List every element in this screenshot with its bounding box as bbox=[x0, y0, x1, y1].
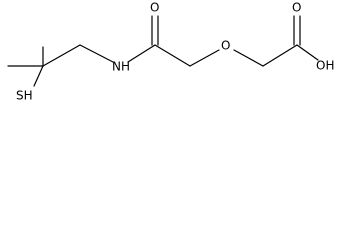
acid-hydroxyl-label: OH bbox=[316, 59, 334, 73]
bond-lines bbox=[7, 15, 319, 87]
structure-diagram: SH NH O O O OH bbox=[7, 1, 334, 103]
bond-carbonyl-ch2 bbox=[154, 44, 191, 67]
bond-ether-oxygen-ch2 bbox=[233, 49, 264, 67]
bond-acid-hydroxyl bbox=[296, 44, 319, 61]
bond-ch2-acid-carbon bbox=[262, 44, 298, 67]
bond-nitrogen-carbonyl bbox=[127, 44, 156, 63]
bond-quaternary-ch2 bbox=[42, 44, 81, 67]
atom-labels: SH NH O O O OH bbox=[16, 1, 334, 103]
thiol-label: SH bbox=[16, 89, 33, 103]
bond-carbon-sulfur bbox=[33, 65, 44, 87]
acid-carbonyl-oxygen-label: O bbox=[292, 1, 301, 15]
ether-oxygen-label: O bbox=[221, 39, 230, 53]
amide-oxygen-label: O bbox=[150, 1, 159, 15]
bond-ch2-ether-oxygen bbox=[189, 49, 220, 67]
bond-ch2-nitrogen bbox=[79, 44, 114, 63]
amide-nitrogen-label: NH bbox=[112, 60, 130, 74]
